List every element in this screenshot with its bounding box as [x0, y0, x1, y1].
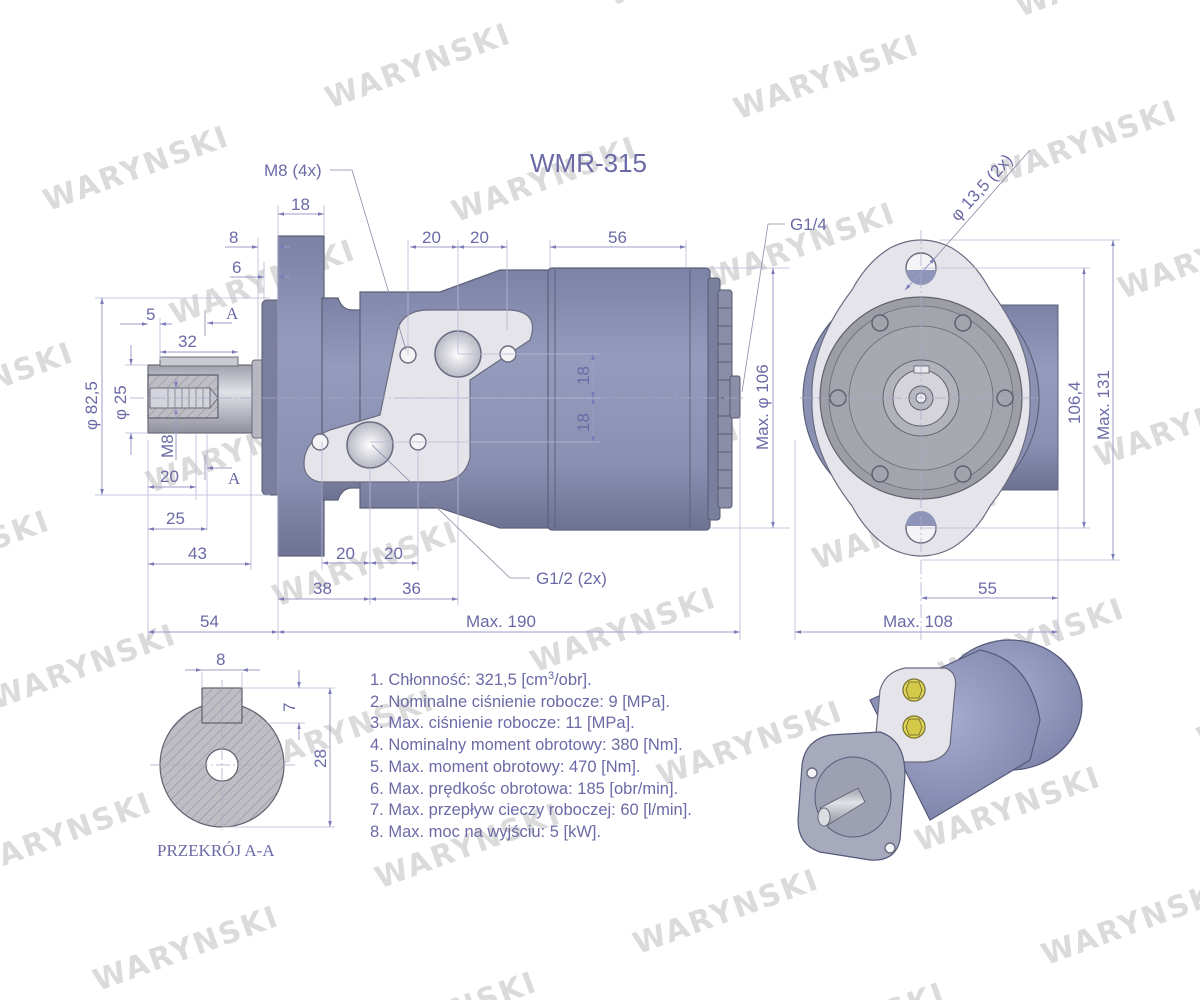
- ports-callout: G1/2 (2x): [536, 569, 607, 588]
- svg-text:Max. 108: Max. 108: [883, 612, 953, 631]
- svg-text:38: 38: [313, 579, 332, 598]
- spec-item: 4. Nominalny moment obrotowy: 380 [Nm].: [370, 736, 683, 755]
- svg-text:WARYNSKI: WARYNSKI: [321, 17, 516, 117]
- svg-text:25: 25: [166, 509, 185, 528]
- svg-text:WARYNSKI: WARYNSKI: [89, 899, 284, 999]
- svg-text:20: 20: [470, 228, 489, 247]
- spec-item: 2. Nominalne ciśnienie robocze: 9 [MPa].: [370, 692, 670, 711]
- side-view-dimensions: 18 8 6 5 A 32 φ 82,5 φ 25 M8 20: [82, 161, 827, 640]
- drawing-title: WMR-315: [530, 148, 647, 178]
- svg-text:φ 82,5: φ 82,5: [82, 381, 101, 430]
- spec-item: 8. Max. moc na wyjściu: 5 [kW].: [370, 822, 602, 841]
- svg-text:20: 20: [160, 467, 179, 486]
- svg-text:Max. 131: Max. 131: [1094, 370, 1113, 440]
- svg-text:WARYNSKI: WARYNSKI: [603, 0, 798, 14]
- svg-text:WARYNSKI: WARYNSKI: [729, 28, 924, 128]
- svg-text:φ 25: φ 25: [111, 385, 130, 420]
- bolts-callout: M8 (4x): [264, 161, 322, 180]
- svg-text:WARYNSKI: WARYNSKI: [1011, 0, 1200, 25]
- svg-text:56: 56: [608, 228, 627, 247]
- svg-text:28: 28: [311, 749, 330, 768]
- svg-text:18: 18: [291, 195, 310, 214]
- svg-text:WARYNSKI: WARYNSKI: [1114, 207, 1200, 307]
- svg-text:7: 7: [280, 703, 299, 712]
- svg-text:A: A: [226, 304, 239, 323]
- svg-text:WARYNSKI: WARYNSKI: [628, 862, 823, 962]
- svg-text:32: 32: [178, 332, 197, 351]
- spec-item: 5. Max. moment obrotowy: 470 [Nm].: [370, 757, 641, 776]
- svg-text:20: 20: [422, 228, 441, 247]
- svg-text:WARYNSKI: WARYNSKI: [0, 335, 79, 435]
- svg-text:M8: M8: [158, 434, 177, 458]
- svg-text:A: A: [228, 469, 241, 488]
- svg-text:WARYNSKI: WARYNSKI: [0, 504, 55, 604]
- drain-callout: G1/4: [790, 215, 827, 234]
- svg-text:WARYNSKI: WARYNSKI: [755, 976, 950, 1000]
- svg-text:54: 54: [200, 612, 219, 631]
- svg-text:WARYNSKI: WARYNSKI: [347, 965, 542, 1000]
- svg-text:WARYNSKI: WARYNSKI: [39, 119, 234, 219]
- port-b: [346, 421, 394, 469]
- svg-text:WARYNSKI: WARYNSKI: [0, 786, 158, 886]
- svg-text:43: 43: [188, 544, 207, 563]
- spec-item: 7. Max. przepływ cieczy roboczej: 60 [l/…: [370, 801, 692, 820]
- svg-text:18: 18: [574, 366, 593, 385]
- isometric-view: [797, 639, 1083, 861]
- svg-text:36: 36: [402, 579, 421, 598]
- drain-port: [729, 375, 741, 419]
- iso-port-fittings: [902, 678, 926, 739]
- svg-text:Max. φ 106: Max. φ 106: [753, 364, 772, 450]
- section-label: PRZEKRÓJ A-A: [157, 841, 275, 860]
- svg-text:18: 18: [574, 413, 593, 432]
- svg-text:55: 55: [978, 579, 997, 598]
- svg-text:WARYNSKI: WARYNSKI: [1037, 873, 1200, 973]
- bolt-hole: [311, 433, 329, 451]
- side-view: [130, 235, 745, 557]
- end-bolts: [717, 289, 741, 509]
- spec-item: 6. Max. prędkośc obrotowa: 185 [obr/min]…: [370, 779, 679, 798]
- front-view: [800, 230, 1059, 640]
- svg-text:106,4: 106,4: [1065, 381, 1084, 424]
- svg-text:Max. 190: Max. 190: [466, 612, 536, 631]
- shaft-key: [159, 356, 239, 367]
- svg-text:6: 6: [232, 258, 241, 277]
- svg-text:WARYNSKI: WARYNSKI: [526, 580, 721, 680]
- svg-text:20: 20: [384, 544, 403, 563]
- svg-text:5: 5: [146, 305, 155, 324]
- gerotor-housing: [547, 267, 711, 531]
- spec-item: 3. Max. ciśnienie robocze: 11 [MPa].: [370, 714, 635, 733]
- mounting-flange: [277, 235, 325, 557]
- svg-text:20: 20: [336, 544, 355, 563]
- specifications-list: 1. Chłonność: 321,5 [cm3/obr]. 2. Nomina…: [370, 670, 692, 844]
- section-view: 8 7 28 PRZEKRÓJ A-A: [150, 650, 335, 860]
- svg-text:WARYNSKI: WARYNSKI: [447, 130, 642, 230]
- svg-text:WARYNSKI: WARYNSKI: [987, 93, 1182, 193]
- svg-text:8: 8: [216, 650, 225, 669]
- svg-text:8: 8: [229, 228, 238, 247]
- spec-item: 1. Chłonność: 321,5 [cm3/obr].: [370, 670, 592, 689]
- svg-text:WARYNSKI: WARYNSKI: [1192, 657, 1200, 757]
